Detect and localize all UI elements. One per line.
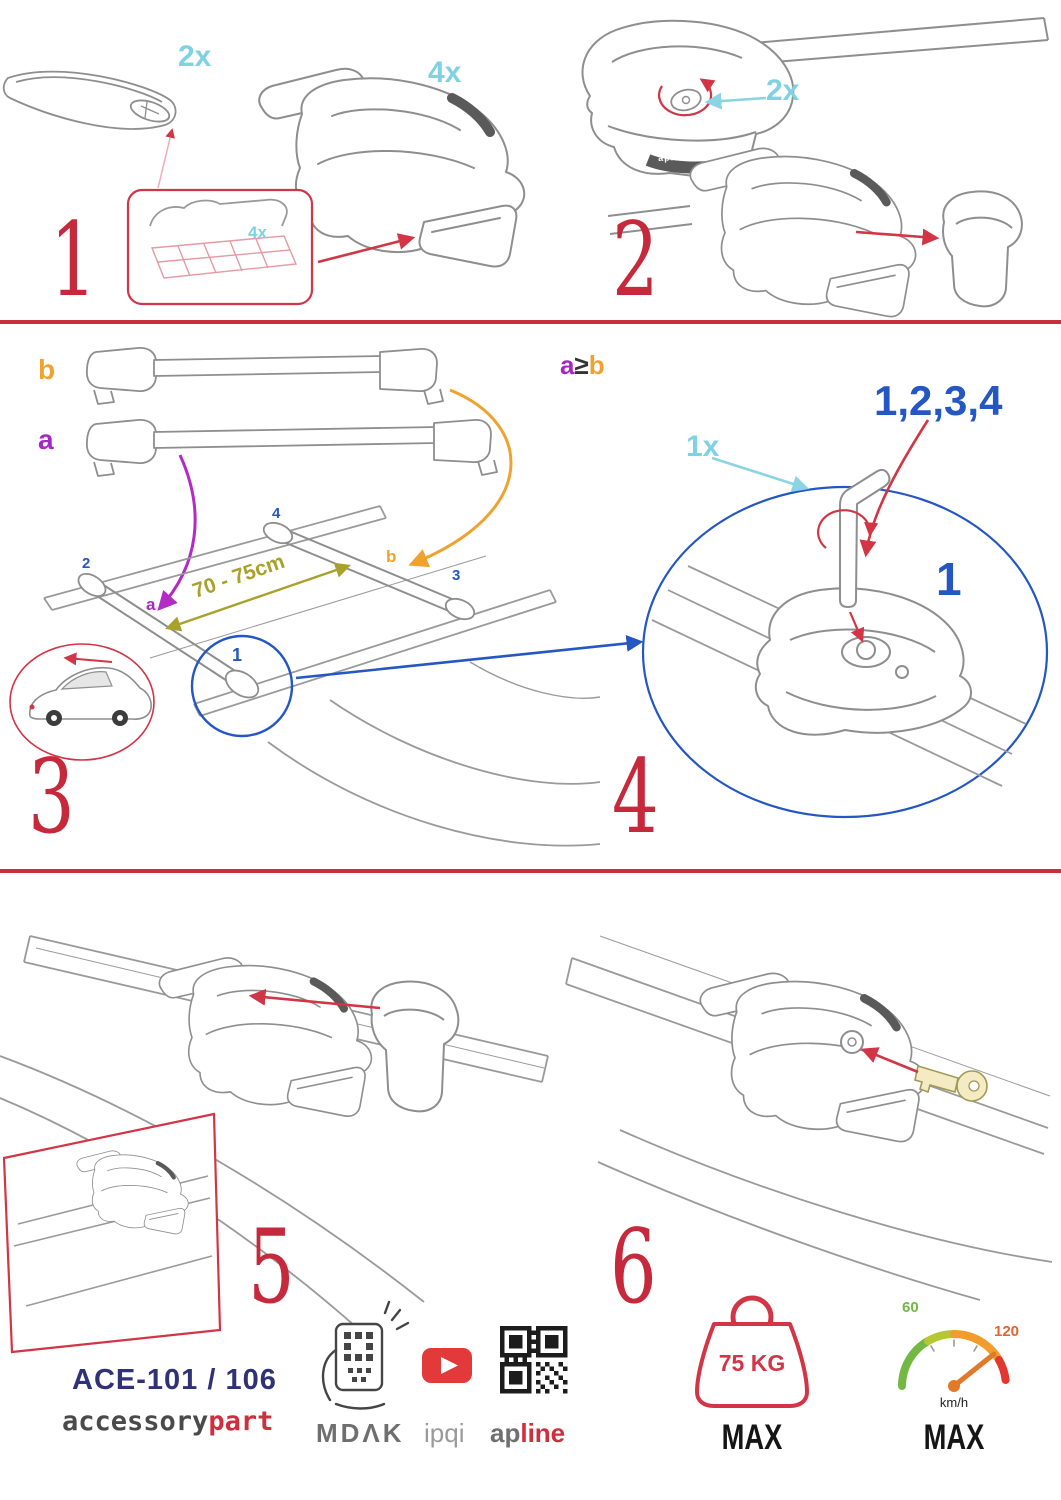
section-divider-top [0,320,1061,324]
zoom-link-arrow [295,635,644,680]
tighten-bolt-arrow [848,611,865,643]
brand-logo-part: part [208,1406,274,1437]
phone-qr-icon [321,1300,410,1410]
max-load-label: MAX [721,1418,783,1457]
end-cap-illustration [942,190,1023,308]
key-turn-arrow [657,78,716,117]
brand-logo-accessory: accessory [62,1406,209,1437]
tool-qty-arrow [711,456,810,492]
max-weight-icon [695,1295,809,1408]
crossbar-illustration [2,70,177,130]
condition-b: b [588,350,605,380]
mounted-feet [77,521,476,699]
step6-number: 6 [610,1208,657,1327]
bar-pointer-line [157,128,175,189]
cover-attach-arrow [248,988,381,1010]
position-a-label: a [146,595,156,614]
key-in-lock-illustration [657,78,716,117]
distance-arrow [165,562,351,632]
step4-number: 4 [612,738,659,857]
speed-low-label: 60 [902,1299,919,1316]
key-rotation-arrow [816,509,879,549]
step2-number: 2 [612,201,659,320]
partner-mdak-label: MDΛK [316,1418,405,1448]
key-illustration [914,1064,988,1102]
step1-illustration [2,69,525,306]
bar-quantity-label: 2x [178,40,212,73]
condition-label: a≥b [560,352,605,378]
brand-logo: accessorypart [62,1408,273,1435]
condition-a: a [560,350,575,380]
substep-1-label: 1 [936,553,962,605]
step4-illustration [295,419,1049,819]
pad-to-foot-arrow [317,233,416,264]
position-b-label: b [386,547,397,566]
qty-key-arrow [704,92,767,110]
bar-b-label: b [38,354,56,385]
bar-a-label: a [38,424,54,455]
sequence-arrow [859,419,930,558]
step6-illustration [565,935,1053,1301]
step1-number: 1 [50,201,97,320]
step2-illustration [581,17,1049,317]
key-insert-arrow [860,1047,919,1074]
position-4-label: 4 [272,505,281,522]
position-1-label: 1 [232,645,243,665]
allen-key-illustration [839,468,891,608]
tool-quantity-label: 1x [686,430,720,463]
position-2-label: 2 [82,555,91,572]
foot-top-view [754,587,972,736]
position-3-label: 3 [452,567,461,584]
apline-ap: ap [490,1418,521,1448]
cap-attach-arrow [855,228,940,246]
step3-illustration [9,347,601,847]
key-quantity-label: 2x [766,74,800,107]
foot-quantity-label: 4x [428,56,462,89]
qr-code [500,1326,568,1394]
foot-with-lock-illustration [581,17,1049,181]
apline-line: line [520,1418,566,1448]
pad-quantity-label: 4x [248,223,267,242]
foot-illustration [159,958,371,1116]
foot-illustration [690,148,915,316]
bar-b-position-arrow [408,388,513,568]
speedometer-icon [898,1330,1010,1392]
step5-illustration [0,935,549,1354]
bar-a-position-arrow [157,454,197,611]
crossbar-a-illustration [86,419,498,477]
step5-number: 5 [248,1208,295,1327]
car-roof-illustration [43,505,601,847]
rubber-pad-inset [126,188,314,306]
step3-number: 3 [28,738,75,857]
speed-unit-label: km/h [939,1395,969,1410]
lock-cylinder [840,1030,864,1054]
partner-ipqi-label: ipqi [424,1418,465,1448]
foot-illustration [700,973,925,1141]
max-speed-label: MAX [923,1418,985,1457]
max-load-value: 75 KG [718,1350,786,1376]
mounted-result-inset [2,1112,222,1354]
speed-high-label: 120 [994,1323,1020,1340]
detail-highlight-circle [190,634,294,738]
product-model: ACE-101 / 106 [72,1364,277,1396]
partner-apline-label: apline [490,1420,565,1446]
crossbar-b-illustration [86,347,444,405]
cover-piece-illustration [370,980,460,1113]
car-direction-inset [9,643,155,761]
youtube-icon [422,1348,472,1383]
condition-operator: ≥ [574,350,589,380]
car-front-arrow [63,652,113,666]
footer-icons [321,1295,1010,1410]
section-divider-bottom [0,869,1061,873]
foot-brand-label: apline [658,151,691,163]
sequence-label: 1,2,3,4 [874,377,1003,424]
